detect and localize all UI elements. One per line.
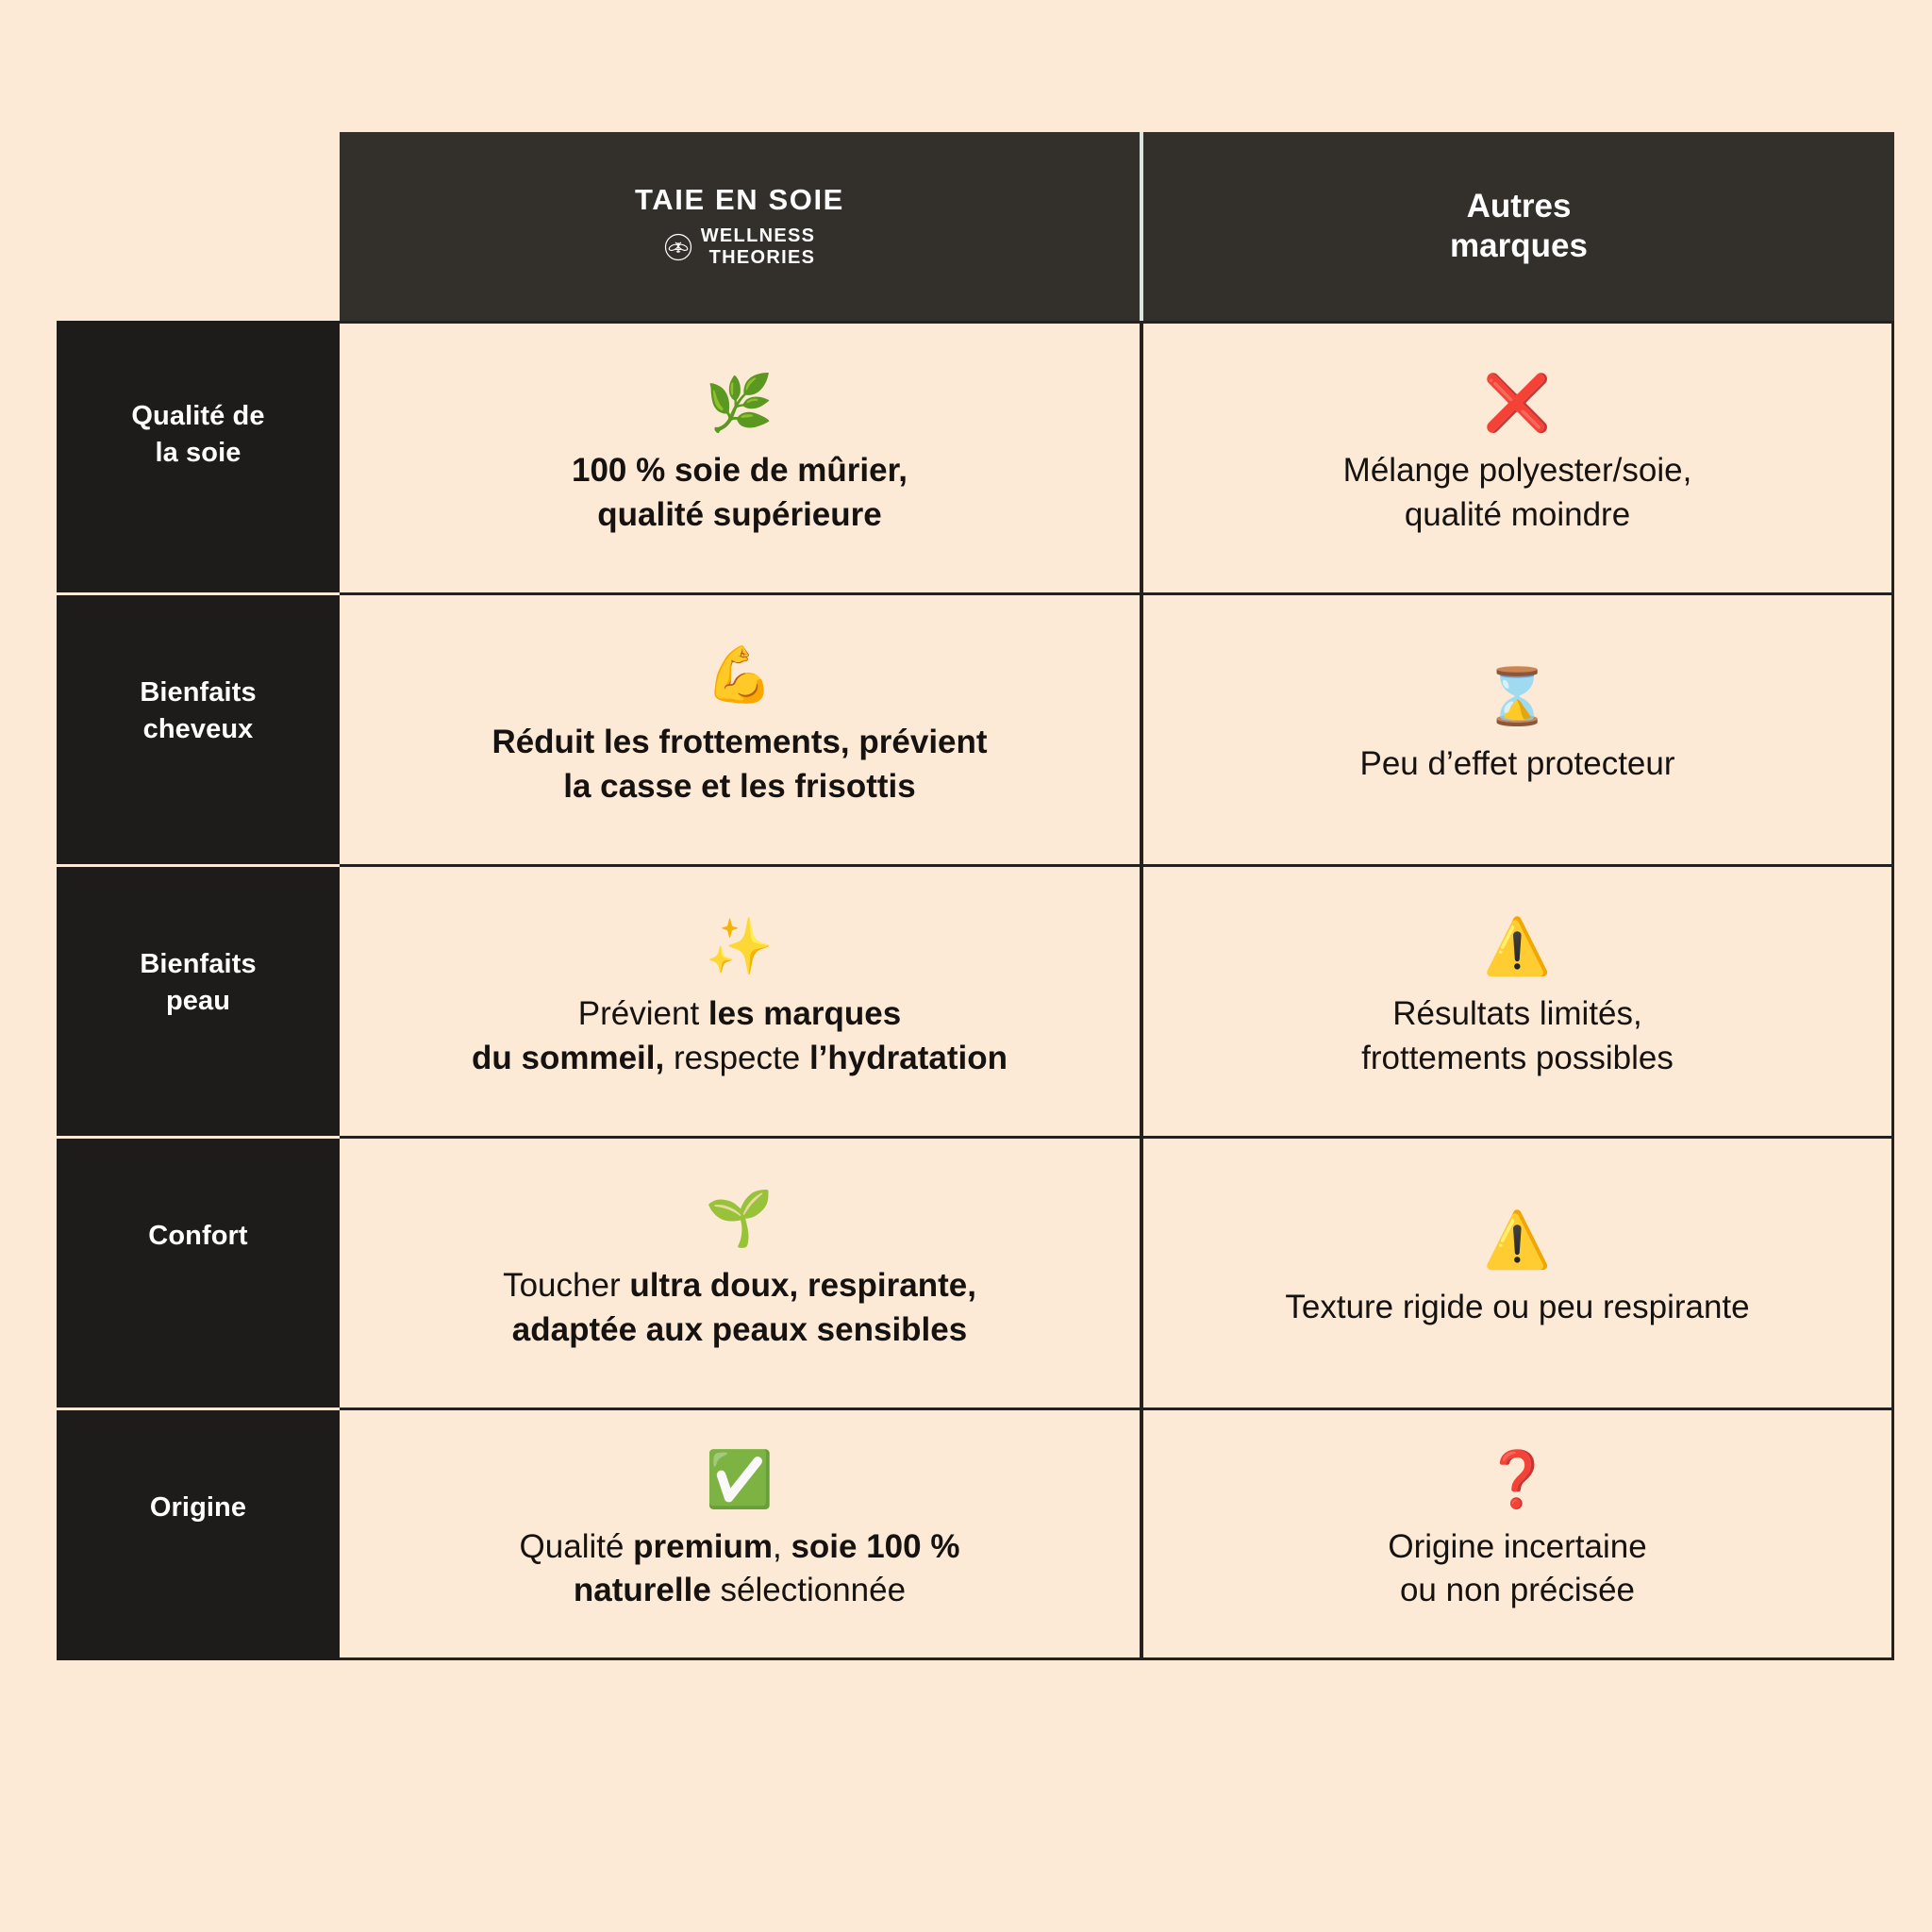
cell-copy-line-2: qualité supérieure [597, 495, 882, 533]
other-brands-title-line-2: marques [1450, 227, 1588, 264]
row-label-line-1: Origine [149, 1492, 247, 1523]
cell-product-bienfaits-cheveux: 💪 Réduit les frottements, prévient la ca… [340, 592, 1143, 864]
header-other-brands-column: Autres marques [1143, 132, 1894, 321]
cell-copy: Prévient les marques du sommeil, respect… [472, 992, 1008, 1079]
warning-triangle-emoji: ⚠️ [1483, 914, 1552, 979]
cell-other-bienfaits-peau: ⚠️ Résultats limités, frottements possib… [1143, 864, 1894, 1136]
cell-copy-line-2: qualité moindre [1404, 495, 1631, 533]
cell-copy-line-1: Réduit les frottements, prévient [491, 724, 988, 761]
cell-copy-line-1: Toucher ultra doux, respirante, [503, 1267, 976, 1305]
row-label-line-1: Bienfaits [140, 949, 257, 979]
cell-copy-line-1: Origine incertaine [1388, 1527, 1647, 1565]
cell-copy: Origine incertaine ou non précisée [1388, 1525, 1646, 1612]
cell-copy-line-2: du sommeil, respecte l’hydratation [472, 1039, 1008, 1076]
cell-copy-line-2: adaptée aux peaux sensibles [511, 1310, 968, 1348]
row-label-line-2: la soie [155, 438, 242, 469]
cell-copy: Résultats limités, frottements possibles [1361, 992, 1674, 1079]
cell-copy-line-2: ou non précisée [1399, 1572, 1636, 1608]
table-corner-spacer [57, 132, 340, 321]
row-label-line-1: Bienfaits [140, 677, 257, 708]
red-question-mark-emoji: ❓ [1483, 1446, 1552, 1511]
cell-product-confort: 🌱 Toucher ultra doux, respirante, adapté… [340, 1136, 1143, 1407]
other-brands-title: Autres marques [1450, 187, 1588, 266]
comparison-table: TAIE EN SOIE WELLNESS THEORIES [57, 132, 1894, 1660]
cell-product-origine: ✅ Qualité premium, soie 100 % naturelle … [340, 1407, 1143, 1660]
row-label-bienfaits-cheveux: Bienfaits cheveux [57, 592, 340, 864]
header-product-column: TAIE EN SOIE WELLNESS THEORIES [340, 132, 1143, 321]
herb-leaf-emoji: 🌿 [705, 371, 774, 436]
other-brands-title-line-1: Autres [1466, 188, 1572, 225]
sparkles-emoji: ✨ [705, 914, 774, 979]
cell-product-bienfaits-peau: ✨ Prévient les marques du sommeil, respe… [340, 864, 1143, 1136]
cell-copy-line-2: la casse et les frisottis [563, 767, 916, 805]
brand-title: TAIE EN SOIE [635, 182, 844, 216]
red-cross-mark-emoji: ❌ [1483, 371, 1552, 436]
hourglass-emoji: ⌛ [1483, 664, 1552, 729]
cell-other-bienfaits-cheveux: ⌛ Peu d’effet protecteur [1143, 592, 1894, 864]
row-label-line-1: Qualité de [131, 401, 265, 431]
cell-copy: Qualité premium, soie 100 % naturelle sé… [520, 1525, 960, 1612]
cell-copy: 100 % soie de mûrier, qualité supérieure [572, 449, 908, 536]
cell-copy-line-1: Mélange polyester/soie, [1342, 452, 1692, 490]
green-check-mark-button-emoji: ✅ [705, 1446, 774, 1511]
cell-copy-line-1: Qualité premium, soie 100 % [519, 1527, 960, 1565]
brand-subtitle-line-2: THEORIES [708, 246, 816, 268]
cell-copy: Mélange polyester/soie, qualité moindre [1343, 449, 1692, 536]
flexed-biceps-emoji: 💪 [705, 642, 774, 708]
row-label-line-2: cheveux [142, 714, 254, 745]
cell-copy-line-2: naturelle sélectionnée [573, 1572, 907, 1608]
cell-copy: Texture rigide ou peu respirante [1285, 1286, 1749, 1329]
cell-product-qualite-de-la-soie: 🌿 100 % soie de mûrier, qualité supérieu… [340, 321, 1143, 592]
brand-subtitle: WELLNESS THEORIES [701, 225, 816, 269]
brand-subtitle-line-1: WELLNESS [700, 225, 816, 246]
seedling-emoji: 🌱 [705, 1186, 774, 1251]
cell-copy-line-1: Prévient les marques [577, 995, 902, 1033]
cell-other-confort: ⚠️ Texture rigide ou peu respirante [1143, 1136, 1894, 1407]
cell-copy: Toucher ultra doux, respirante, adaptée … [503, 1264, 976, 1351]
cell-other-qualite-de-la-soie: ❌ Mélange polyester/soie, qualité moindr… [1143, 321, 1894, 592]
cell-copy-line-1: 100 % soie de mûrier, [571, 452, 908, 490]
cell-copy-line-1: Résultats limités, [1392, 995, 1642, 1033]
row-label-line-1: Confort [148, 1221, 248, 1251]
row-label-confort: Confort [57, 1136, 340, 1407]
brand-lockup: WELLNESS THEORIES [664, 225, 816, 269]
row-label-bienfaits-peau: Bienfaits peau [57, 864, 340, 1136]
bee-in-circle-icon [664, 233, 692, 261]
cell-copy-line-1: Peu d’effet protecteur [1359, 745, 1675, 783]
cell-copy: Peu d’effet protecteur [1359, 742, 1674, 786]
row-label-origine: Origine [57, 1407, 340, 1660]
cell-copy: Réduit les frottements, prévient la cass… [491, 721, 987, 808]
cell-other-origine: ❓ Origine incertaine ou non précisée [1143, 1407, 1894, 1660]
row-label-qualite-de-la-soie: Qualité de la soie [57, 321, 340, 592]
cell-copy-line-1: Texture rigide ou peu respirante [1285, 1289, 1750, 1326]
cell-copy-line-2: frottements possibles [1361, 1039, 1674, 1076]
warning-triangle-emoji: ⚠️ [1483, 1208, 1552, 1273]
row-label-line-2: peau [165, 986, 231, 1017]
